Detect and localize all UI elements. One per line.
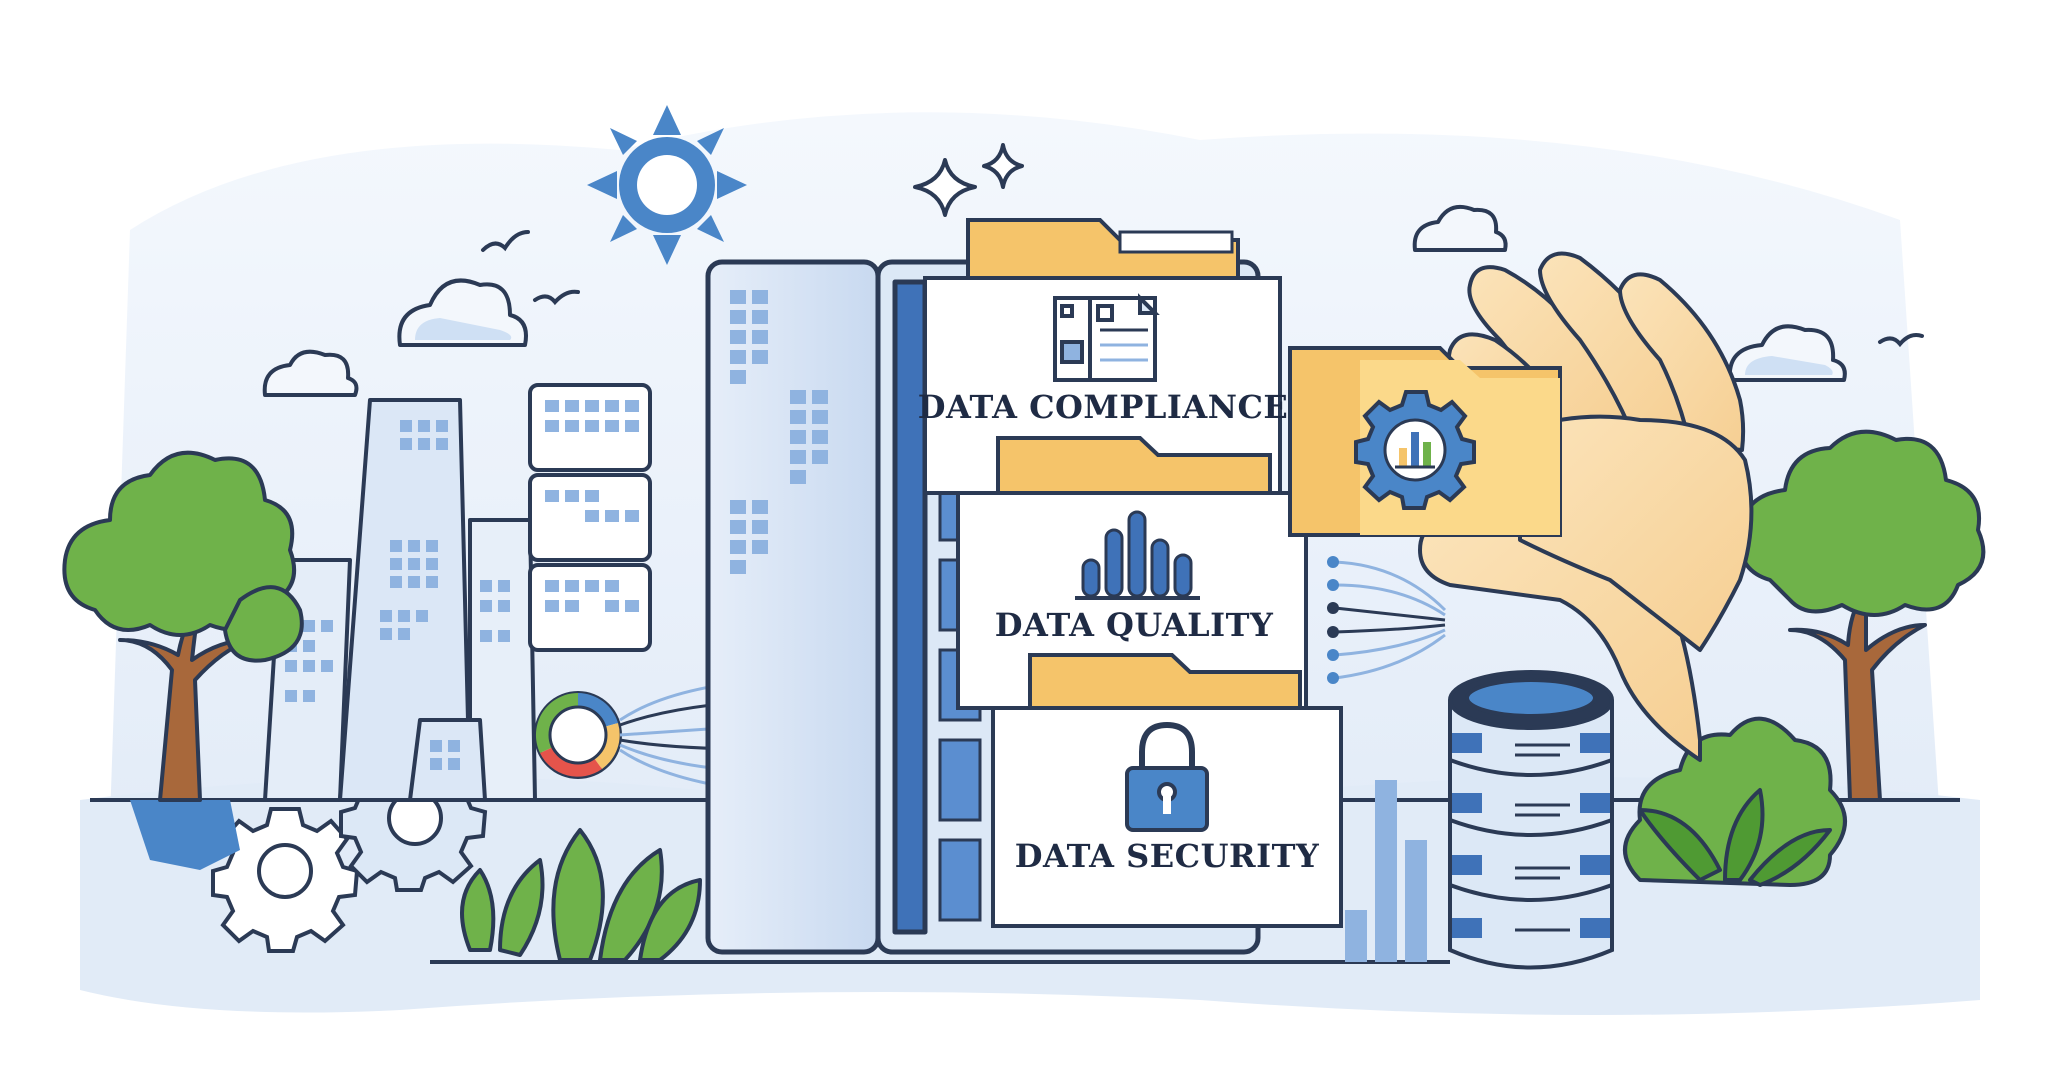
- plant-icon: [1638, 788, 1832, 887]
- sun-icon: [587, 105, 747, 265]
- data-connection-lines-right: [1334, 560, 1447, 680]
- bar-chart-icon: [1075, 510, 1200, 600]
- server-cabinet-grid: [730, 290, 828, 574]
- donut-chart-icon: [534, 691, 622, 779]
- hand-icon: [1418, 251, 1754, 762]
- tree-icon: [62, 450, 304, 802]
- plant-icon: [460, 828, 702, 962]
- data-connection-nodes-right: [1327, 556, 1339, 684]
- cloud-fill-accent: [415, 318, 1833, 375]
- tree-icon: [1737, 429, 1986, 802]
- sparkle-icon: [913, 143, 1024, 217]
- database-icon: [1448, 670, 1614, 970]
- bird-icon: [481, 230, 1924, 348]
- compliance-panel: DATA COMPLIANCE: [918, 218, 1289, 497]
- document-icon: [1053, 293, 1160, 382]
- label-data-compliance: DATA COMPLIANCE: [918, 388, 1289, 426]
- bar-chart-decoration: [1345, 780, 1427, 962]
- label-data-quality: DATA QUALITY: [995, 606, 1274, 644]
- server-rack-lights: [545, 400, 639, 612]
- security-panel: DATA SECURITY: [991, 706, 1343, 928]
- gear-icon: [1354, 390, 1476, 510]
- quality-panel: DATA QUALITY: [956, 491, 1308, 712]
- database-stripes: [1452, 733, 1610, 938]
- held-folder: [1288, 346, 1562, 537]
- gear-icon: [211, 807, 360, 953]
- gear-shadow-shape: [130, 800, 240, 870]
- padlock-icon: [1125, 721, 1209, 832]
- label-data-security: DATA SECURITY: [1015, 837, 1320, 875]
- database-lines: [1515, 743, 1570, 932]
